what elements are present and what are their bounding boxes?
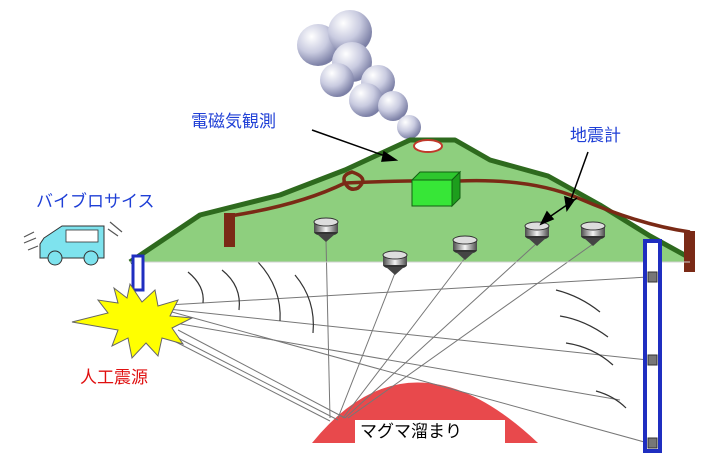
em-cable [229,170,691,234]
crater [413,139,443,153]
explosion-icon [71,282,194,360]
volcano-mountain [130,140,690,262]
label-seismometer: 地震計 [570,126,621,146]
seismometer-icon [524,221,550,246]
seismometer-icon [382,250,408,275]
label-magma-chamber: マグマ溜まり [360,422,462,442]
vibroseis-truck-icon [23,221,123,266]
seismometer-icon [313,217,339,242]
label-artificial-source: 人工震源 [80,368,148,388]
seismic-ray-paths [167,239,649,444]
magma-label-bg [355,420,505,443]
vibroseis-borehole [131,254,145,292]
seismometer-icon [580,221,606,246]
em-electrode-right [684,231,695,272]
label-vibroseis: バイブロサイス [36,192,155,212]
seismometer-icon [452,235,478,260]
em-electrode-left [224,213,235,247]
em-instrument-box-icon [410,170,462,208]
borehole-icon [643,239,662,453]
label-arrows [311,129,589,226]
wavefront-arcs [187,261,627,409]
volcano-ridge-line [128,137,692,265]
label-em-observation: 電磁気観測 [191,112,276,132]
smoke-plume-icon [297,10,421,139]
